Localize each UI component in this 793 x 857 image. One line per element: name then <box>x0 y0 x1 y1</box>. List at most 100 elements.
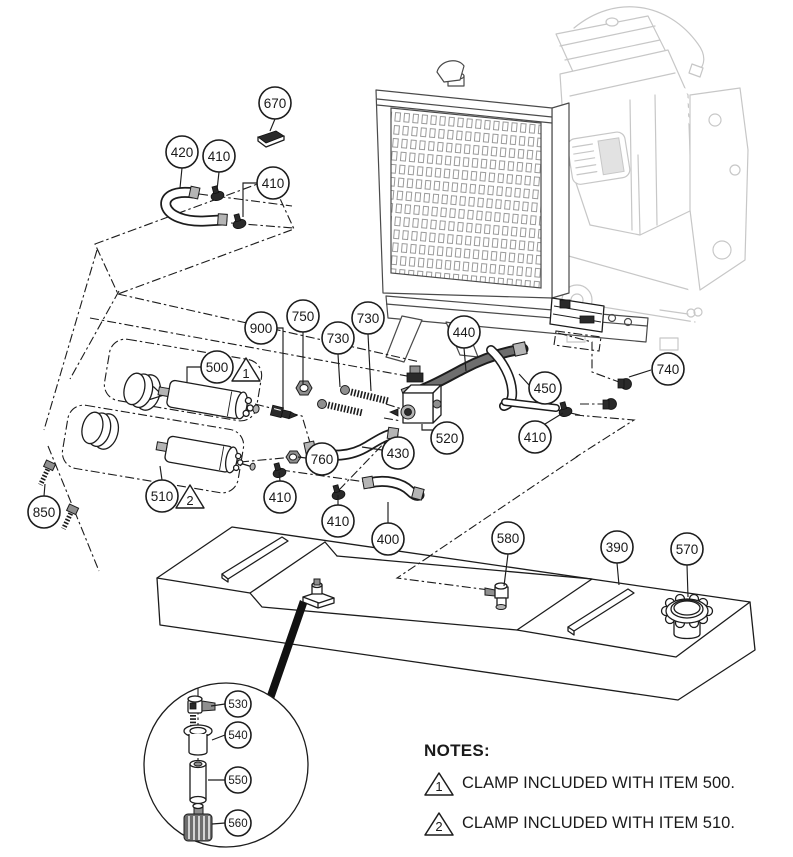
callout-410: 410 <box>202 139 236 173</box>
svg-text:410: 410 <box>269 490 292 505</box>
svg-text:730: 730 <box>327 331 350 346</box>
svg-text:440: 440 <box>453 325 476 340</box>
svg-text:730: 730 <box>357 311 380 326</box>
fittings-740 <box>602 378 632 410</box>
svg-text:580: 580 <box>497 531 520 546</box>
svg-text:900: 900 <box>250 321 273 336</box>
callout-560: 560 <box>224 809 252 837</box>
svg-text:410: 410 <box>262 176 285 191</box>
leader-line <box>269 118 276 132</box>
note-flag-1-icon: 1 <box>424 772 454 796</box>
callout-400: 400 <box>371 522 405 556</box>
leader-line <box>686 564 689 598</box>
tank-slot-left <box>221 536 289 580</box>
fuel-pump-500 <box>123 372 260 420</box>
callout-440: 440 <box>447 315 481 349</box>
leader-line <box>159 465 163 481</box>
leader-line <box>211 734 226 741</box>
leader-line <box>216 171 220 191</box>
hose-400 <box>361 475 425 501</box>
callout-520: 520 <box>430 421 464 455</box>
engine-assembly-ghost <box>555 6 749 351</box>
fitting-900 <box>269 404 298 420</box>
svg-text:530: 530 <box>228 699 247 711</box>
callout-510: 510 <box>145 479 179 513</box>
fuel-pump-510 <box>81 411 256 474</box>
svg-text:550: 550 <box>228 775 247 787</box>
svg-text:430: 430 <box>387 446 410 461</box>
svg-text:520: 520 <box>436 431 459 446</box>
note-flag-2-icon: 2 <box>424 812 454 836</box>
callout-670: 670 <box>258 86 292 120</box>
svg-text:560: 560 <box>228 818 247 830</box>
leader-line <box>210 703 226 707</box>
svg-text:850: 850 <box>33 505 56 520</box>
svg-text:400: 400 <box>377 532 400 547</box>
svg-text:540: 540 <box>228 730 247 742</box>
note-text-1: CLAMP INCLUDED WITH ITEM 500. <box>462 774 735 792</box>
pickup-mount <box>302 578 335 609</box>
fuel-cap-570 <box>660 593 714 640</box>
detail-pointer <box>266 600 307 702</box>
notes-heading: NOTES: <box>424 741 491 760</box>
callout-900: 900 <box>244 311 278 345</box>
callout-540: 540 <box>224 721 252 749</box>
bushing-540 <box>183 724 213 756</box>
callout-760: 760 <box>305 442 339 476</box>
flag-2: 2 <box>175 484 205 509</box>
leader-line <box>518 373 530 386</box>
pump-510-boundary <box>61 404 245 494</box>
leader-line <box>297 456 307 459</box>
callout-580: 580 <box>491 521 525 555</box>
engine-mount-bracket <box>549 297 605 333</box>
svg-text:510: 510 <box>151 489 174 504</box>
leader-line <box>628 369 652 378</box>
callout-750: 750 <box>286 299 320 333</box>
svg-text:2: 2 <box>435 819 442 834</box>
bolts-850 <box>38 459 80 530</box>
leader-line <box>367 333 372 392</box>
leader-line <box>278 471 281 482</box>
leader-line <box>616 562 620 586</box>
note-row-2: 2 CLAMP INCLUDED WITH ITEM 510. <box>424 810 784 837</box>
notes-section: NOTES: 1 CLAMP INCLUDED WITH ITEM 500. 2… <box>424 741 784 850</box>
leader-line <box>179 167 183 189</box>
svg-text:390: 390 <box>606 540 629 555</box>
svg-text:750: 750 <box>292 309 315 324</box>
leader-line <box>421 424 433 431</box>
filter-560 <box>183 802 213 842</box>
svg-text:670: 670 <box>264 96 287 111</box>
svg-text:760: 760 <box>311 452 334 467</box>
canister-ghost <box>567 131 631 185</box>
svg-text:410: 410 <box>208 149 231 164</box>
callout-730: 730 <box>351 301 385 335</box>
tank-slot-right <box>567 588 635 632</box>
nut-750 <box>295 380 313 396</box>
svg-text:570: 570 <box>676 542 699 557</box>
screws-730 <box>317 385 389 417</box>
leader-line <box>242 182 257 217</box>
radiator-grille <box>390 107 542 289</box>
callout-570: 570 <box>670 532 704 566</box>
callout-450: 450 <box>528 371 562 405</box>
callout-420: 420 <box>165 135 199 169</box>
hose-450 <box>486 345 560 412</box>
tube-550 <box>189 759 207 805</box>
hose-420 <box>160 185 228 227</box>
callout-410: 410 <box>263 480 297 514</box>
svg-text:450: 450 <box>534 381 557 396</box>
leader-line <box>337 353 341 388</box>
leader-line <box>186 366 201 382</box>
note-text-2: CLAMP INCLUDED WITH ITEM 510. <box>462 814 735 832</box>
callout-410: 410 <box>256 166 290 200</box>
leader-line <box>43 483 46 497</box>
leader-line <box>211 822 226 825</box>
callout-530: 530 <box>224 690 252 718</box>
callout-730: 730 <box>321 321 355 355</box>
fuel-tank-390 <box>156 526 756 702</box>
svg-text:740: 740 <box>657 362 680 377</box>
leader-line <box>544 412 564 425</box>
